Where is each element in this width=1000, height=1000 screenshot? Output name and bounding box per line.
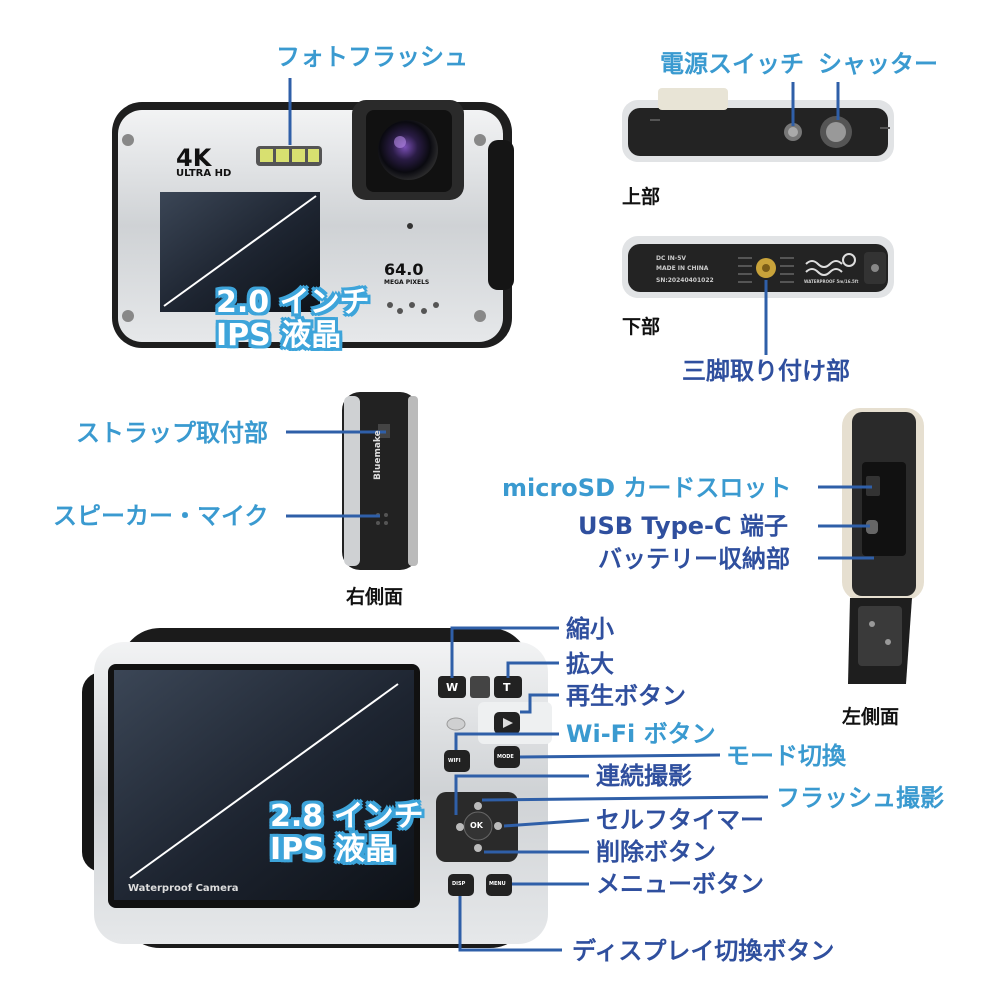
bottom-serial: SN:20240401022 (656, 277, 714, 284)
front-screen-size: 2.0 インチ (216, 285, 370, 320)
menu-button-label: メニューボタン (596, 870, 764, 898)
wifi-button-label: Wi-Fi ボタン (566, 720, 716, 748)
disp-key (448, 874, 474, 896)
speaker-mic-label: スピーカー・マイク (53, 502, 269, 530)
mode-switch-label: モード切換 (726, 742, 846, 770)
ok-key-label: OK (470, 821, 483, 830)
menu-key-label: MENU (489, 881, 506, 887)
flash-shooting-label: フラッシュ撮影 (776, 784, 944, 812)
back-screen-type: IPS 液晶 (270, 832, 396, 867)
front-camera (112, 100, 514, 348)
microsd-slot-label: microSD カードスロット (502, 474, 792, 502)
shutter-label: シャッター (818, 50, 938, 78)
right-side-camera (342, 392, 418, 570)
play-button-label: 再生ボタン (566, 682, 686, 710)
disp-key-label: DISP (452, 881, 466, 887)
back-screen-caption: Waterproof Camera (128, 883, 239, 894)
megapixel-value: 64.0 (384, 260, 424, 279)
right-side-brand: Bluemake (373, 430, 383, 480)
bottom-spec-line1: DC IN-5V (656, 255, 687, 262)
power-switch-label: 電源スイッチ (660, 50, 804, 78)
left-side-camera (842, 408, 924, 684)
display-switch-label: ディスプレイ切換ボタン (572, 937, 835, 965)
menu-key (486, 874, 512, 896)
zoom-in-label: 拡大 (566, 650, 614, 678)
top-view-camera (622, 88, 894, 162)
delete-button-label: 削除ボタン (596, 838, 716, 866)
back-camera (82, 628, 552, 948)
zoom-out-key-label: W (446, 681, 459, 694)
wifi-key (444, 750, 470, 772)
zoom-in-key (494, 676, 522, 698)
mode-key-label: MODE (497, 754, 514, 760)
bottom-waterproof: WATERPROOF 5m/16.5ft (804, 279, 859, 284)
bottom-view-caption: 下部 (622, 316, 661, 338)
right-side-caption: 右側面 (346, 586, 404, 608)
usb-port-label: USB Type-C 端子 (578, 512, 788, 540)
zoom-in-key-label: T (503, 681, 511, 694)
megapixel-sub: MEGA PIXELS (384, 279, 430, 286)
battery-compartment-label: バッテリー収納部 (598, 545, 790, 573)
burst-shooting-label: 連続撮影 (596, 762, 692, 790)
front-mic-holes (387, 302, 439, 314)
flash-led-array (260, 149, 319, 162)
back-buttons (438, 676, 522, 896)
self-timer-label: セルフタイマー (596, 806, 764, 834)
tripod-mount-label: 三脚取り付け部 (682, 357, 850, 385)
zoom-out-label: 縮小 (566, 615, 614, 643)
back-screen-spec: 2.8 インチ IPS 液晶 (270, 800, 424, 866)
left-side-caption: 左側面 (842, 706, 900, 728)
zoom-out-key (438, 676, 466, 698)
front-screen-spec: 2.0 インチ IPS 液晶 (216, 286, 370, 352)
leader-lines (286, 78, 874, 952)
flash-label: フォトフラッシュ (276, 43, 468, 71)
wifi-key-label: WIFI (448, 758, 461, 764)
mode-key (494, 746, 520, 768)
badge-4k: 4K (176, 144, 212, 172)
bottom-spec-line2: MADE IN CHINA (656, 265, 709, 272)
bottom-view-camera (622, 236, 894, 298)
front-screen-type: IPS 液晶 (216, 318, 342, 353)
top-view-caption: 上部 (622, 186, 661, 208)
back-screen-size: 2.8 インチ (270, 799, 424, 834)
badge-ultrahd: ULTRA HD (176, 168, 232, 179)
strap-mount-label: ストラップ取付部 (76, 419, 268, 447)
